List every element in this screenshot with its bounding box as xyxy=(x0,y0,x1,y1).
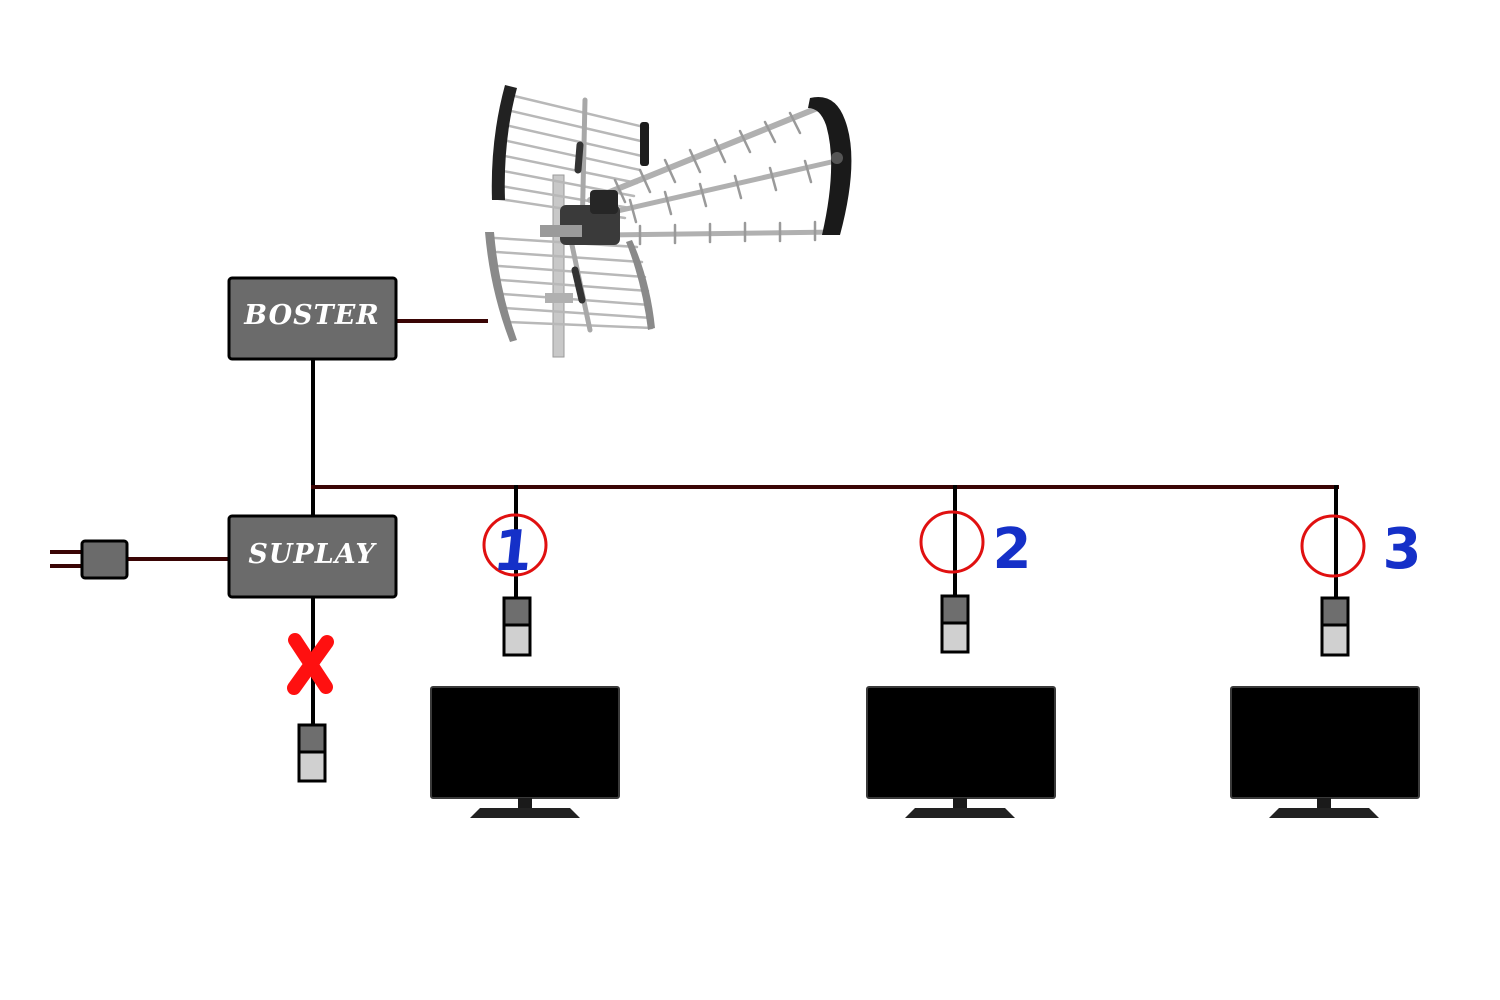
supply-label: SUPLAY xyxy=(248,539,377,570)
supply-device: SUPLAY xyxy=(227,514,398,599)
outlet-number-3: 3 xyxy=(1383,517,1422,582)
booster-device: BOSTER xyxy=(227,276,398,361)
outlet-number-1: 1 xyxy=(490,519,536,584)
connector-outlet-3 xyxy=(1320,596,1350,657)
tv-icon xyxy=(866,686,1056,818)
connector-supply-output xyxy=(297,723,327,783)
booster-label: BOSTER xyxy=(243,300,379,331)
antenna-icon xyxy=(485,85,852,358)
connector-outlet-2 xyxy=(940,594,970,654)
tv-icon xyxy=(430,686,620,818)
highlight-ring-2 xyxy=(919,510,985,574)
power-plug-icon xyxy=(50,539,129,580)
tv-icon xyxy=(1230,686,1420,818)
outlet-number-2: 2 xyxy=(993,517,1032,582)
highlight-ring-1 xyxy=(482,513,548,577)
x-mark-icon xyxy=(287,633,334,695)
highlight-ring-3 xyxy=(1300,514,1366,578)
cables xyxy=(125,319,1339,728)
connector-outlet-1 xyxy=(502,596,532,657)
